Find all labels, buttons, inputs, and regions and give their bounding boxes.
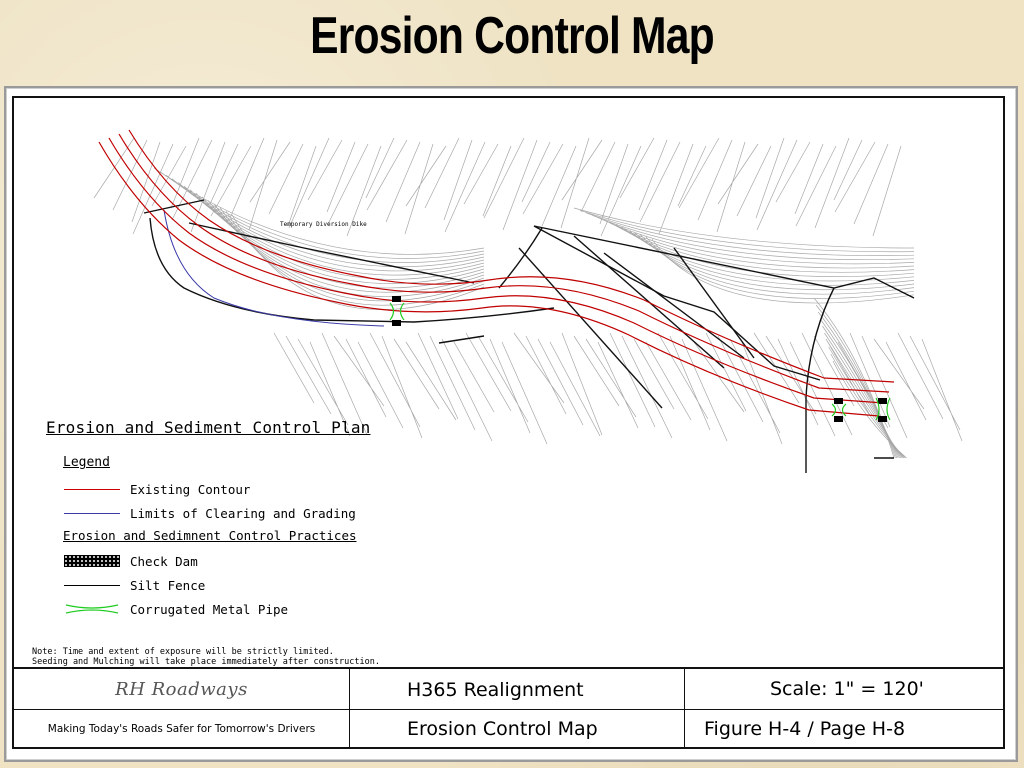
green-pipe-swatch [64, 602, 120, 616]
blue-line-swatch [64, 506, 120, 520]
legend-label: Limits of Clearing and Grading [130, 505, 356, 521]
company-name: RH Roadways [115, 678, 248, 700]
slide-title: Erosion Control Map [310, 7, 715, 65]
company-motto: Making Today's Roads Safer for Tomorrow'… [47, 723, 316, 735]
legend-item-corrugated-metal-pipe: Corrugated Metal Pipe [64, 600, 288, 618]
legend-label: Silt Fence [130, 577, 206, 593]
plan-title: Erosion and Sediment Control Plan [46, 418, 371, 437]
site-plan-drawing [93, 129, 963, 473]
corrugated-pipes [389, 302, 891, 421]
drawing-frame [4, 86, 1018, 762]
check-dam-swatch [64, 554, 120, 568]
legend-label: Corrugated Metal Pipe [130, 601, 289, 617]
legend-item-limits-of-clearing: Limits of Clearing and Grading [64, 504, 356, 522]
diversion-dike-label: Temporary Diversion Dike [280, 221, 367, 228]
practices-heading: Erosion and Sedimnent Control Practices [63, 528, 357, 543]
note-line: Note: Time and extent of exposure will b… [32, 647, 334, 657]
legend-label: Existing Contour [130, 481, 251, 497]
limits-of-clearing [163, 209, 385, 327]
terrain-contours [93, 137, 963, 459]
black-line-swatch [64, 578, 120, 592]
road-centerlines [98, 129, 895, 417]
note-line: Seeding and Mulching will take place imm… [32, 657, 380, 667]
project-name: H365 Realignment [407, 679, 584, 701]
legend-item-check-dam: Check Dam [64, 552, 198, 570]
legend-item-silt-fence: Silt Fence [64, 576, 205, 594]
check-dam-markers [392, 296, 887, 422]
legend-item-existing-contour: Existing Contour [64, 480, 250, 498]
drawing-border [12, 96, 1005, 749]
legend-heading: Legend [63, 455, 110, 470]
title-block: RH Roadways Making Today's Roads Safer f… [14, 667, 1004, 748]
construction-note: Note: Time and extent of exposure will b… [32, 647, 380, 667]
red-line-swatch [64, 482, 120, 496]
contour-hatch [93, 137, 963, 459]
sheet-title: Erosion Control Map [407, 718, 598, 740]
figure-number: Figure H-4 / Page H-8 [704, 718, 906, 740]
scale-label: Scale: 1" = 120' [770, 678, 924, 700]
legend-label: Check Dam [130, 553, 198, 569]
